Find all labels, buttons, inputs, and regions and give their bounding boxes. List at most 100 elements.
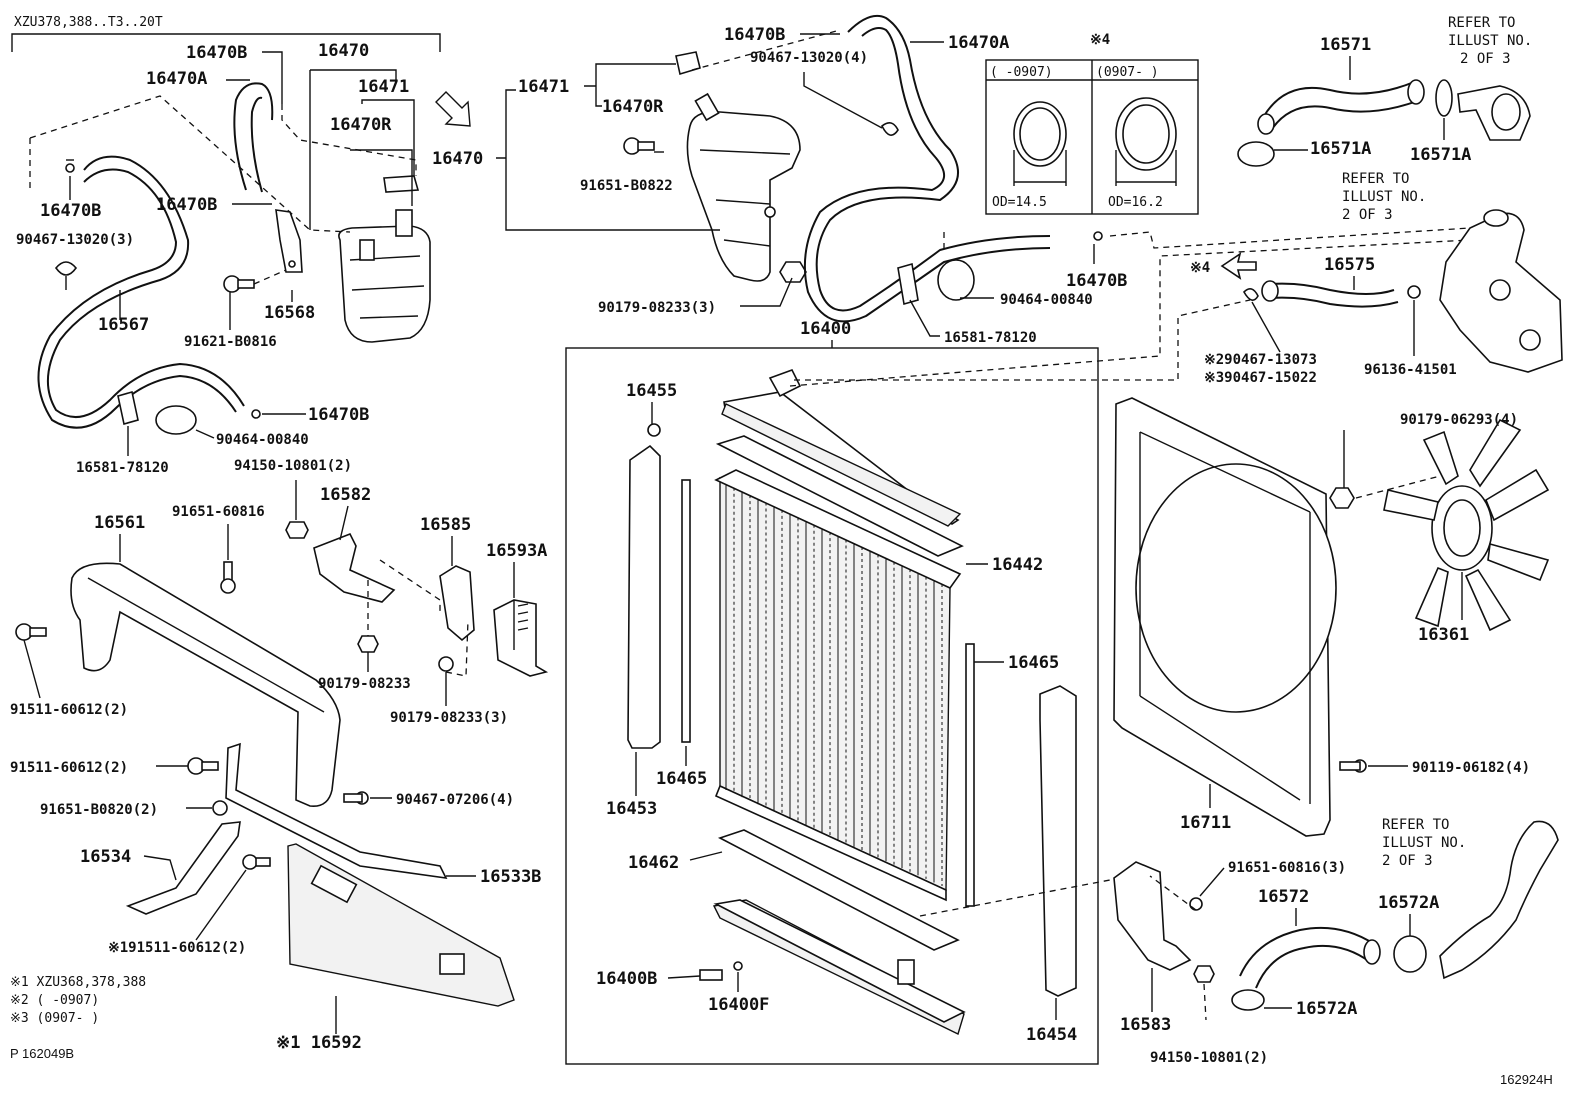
hose-16470A-center bbox=[815, 14, 1051, 312]
refer-2-line-3: 2 OF 3 bbox=[1342, 207, 1393, 223]
clamp-16572A-a bbox=[1393, 935, 1427, 973]
label-16568: 16568 bbox=[264, 303, 315, 323]
reservoir-left bbox=[338, 175, 431, 343]
label-16470A-a: 16470A bbox=[146, 69, 207, 89]
label-90119: 90119-06182(4) bbox=[1412, 760, 1530, 776]
hose-16572 bbox=[1239, 926, 1381, 989]
label-16592: ※1 16592 bbox=[276, 1033, 362, 1053]
label-91651-B0820: 91651-B0820(2) bbox=[40, 802, 158, 818]
direction-arrow bbox=[435, 91, 471, 127]
refer-3-line-1: REFER TO bbox=[1382, 817, 1450, 833]
label-91511-c: ※191511-60612(2) bbox=[108, 940, 246, 956]
label-4-mark: ※4 bbox=[1190, 260, 1210, 276]
outlet-upper bbox=[1457, 85, 1531, 141]
label-90179-06293: 90179-06293(4) bbox=[1400, 412, 1518, 428]
refer-3-line-2: ILLUST NO. bbox=[1382, 835, 1467, 851]
inset-od2: OD=16.2 bbox=[1108, 195, 1163, 210]
clamp-16571A-b bbox=[1435, 79, 1453, 117]
bolt-91511-b bbox=[187, 757, 219, 775]
refer-note-2: REFER TO ILLUST NO. 2 OF 3 bbox=[1342, 170, 1426, 224]
doc-id: 162924H bbox=[1500, 1072, 1553, 1087]
side-seal-16465-b bbox=[965, 643, 975, 907]
label-16470R-b: 16470R bbox=[602, 97, 664, 117]
bolt-91511-a bbox=[15, 623, 47, 641]
label-16462: 16462 bbox=[628, 853, 679, 873]
label-91511-a: 91511-60612(2) bbox=[10, 702, 128, 718]
refer-2-line-2: ILLUST NO. bbox=[1342, 189, 1427, 205]
label-16572A-b: 16572A bbox=[1296, 999, 1357, 1019]
inset-col1: ( -0907) bbox=[990, 65, 1053, 80]
label-16583: 16583 bbox=[1120, 1015, 1171, 1035]
clamp-90464-b bbox=[937, 259, 975, 301]
label-90467-13073: ※290467-13073 bbox=[1204, 352, 1317, 368]
label-16470B-d: 16470B bbox=[724, 25, 785, 45]
nut-90179-06293 bbox=[1329, 487, 1355, 509]
clip-16470B-a bbox=[65, 159, 75, 173]
label-16361: 16361 bbox=[1418, 625, 1469, 645]
label-16465-a: 16465 bbox=[1008, 653, 1059, 673]
nut-90179-b bbox=[357, 635, 379, 653]
label-16593A: 16593A bbox=[486, 541, 547, 561]
label-91651-B0822: 91651-B0822 bbox=[580, 178, 673, 194]
nut-94150-a bbox=[285, 521, 309, 539]
radiator-core-fins bbox=[725, 484, 943, 886]
hose-16571 bbox=[1257, 79, 1425, 135]
label-16470B-f: 16470B bbox=[1066, 271, 1127, 291]
label-16575: 16575 bbox=[1324, 255, 1375, 275]
label-16471-b: 16471 bbox=[518, 77, 569, 97]
label-16454: 16454 bbox=[1026, 1025, 1077, 1045]
clip-16581-b bbox=[897, 262, 919, 306]
label-94150-a: 94150-10801(2) bbox=[234, 458, 352, 474]
leader-lines bbox=[23, 33, 1463, 1034]
label-16455: 16455 bbox=[626, 381, 677, 401]
clip-16470B-e bbox=[251, 409, 261, 419]
side-plate-16453 bbox=[627, 444, 661, 749]
gasket-upper bbox=[715, 435, 964, 557]
radiator-core bbox=[714, 469, 962, 902]
hose-16575 bbox=[1261, 280, 1399, 308]
label-16572A-a: 16572A bbox=[1378, 893, 1439, 913]
label-90467-07206: 90467-07206(4) bbox=[396, 792, 514, 808]
refer-note-1: REFER TO ILLUST NO. 2 OF 3 bbox=[1448, 14, 1532, 68]
clamp-16572A-b bbox=[1231, 989, 1265, 1011]
note-2: ※2 ( -0907) bbox=[10, 993, 100, 1008]
plate-16593A bbox=[493, 599, 549, 677]
label-91511-b: 91511-60612(2) bbox=[10, 760, 128, 776]
label-91651-60816-a: 91651-60816 bbox=[172, 504, 265, 520]
label-16711: 16711 bbox=[1180, 813, 1231, 833]
label-90179-08233-b: 90179-08233 bbox=[318, 676, 411, 692]
clamp-90467-b bbox=[880, 122, 899, 136]
label-96136: 96136-41501 bbox=[1364, 362, 1457, 378]
fan-16361 bbox=[1383, 418, 1550, 632]
label-16470B-a: 16470B bbox=[186, 43, 247, 63]
label-16582: 16582 bbox=[320, 485, 371, 505]
clip-16470B-f bbox=[1093, 231, 1103, 241]
note-1: ※1 XZU368,378,388 bbox=[10, 975, 147, 990]
label-16470A-b: 16470A bbox=[948, 33, 1009, 53]
plug-96136 bbox=[1407, 285, 1421, 299]
clip-16581-a bbox=[117, 390, 139, 426]
label-16470B-b: 16470B bbox=[156, 195, 217, 215]
support-16561 bbox=[70, 562, 341, 807]
label-16470B-c: 16470B bbox=[40, 201, 101, 221]
model-header: XZU378,388..T3..20T bbox=[14, 15, 163, 30]
outlet-lower bbox=[1439, 820, 1559, 980]
bracket-16582 bbox=[313, 532, 396, 603]
reservoir-center bbox=[686, 92, 801, 282]
refer-3-line-3: 2 OF 3 bbox=[1382, 853, 1433, 869]
side-plate-16454 bbox=[1039, 685, 1077, 997]
bracket-16568 bbox=[275, 209, 303, 273]
label-90467-15022: ※390467-15022 bbox=[1204, 370, 1317, 386]
seal-16400F bbox=[733, 961, 743, 971]
header-bracket bbox=[11, 33, 441, 52]
label-90467-13020-b: 90467-13020(4) bbox=[750, 50, 868, 66]
bolt-91651-B0820 bbox=[212, 800, 228, 816]
side-seal-16465-a bbox=[681, 479, 691, 743]
fan-shroud-16711 bbox=[1113, 397, 1337, 837]
refer-note-3: REFER TO ILLUST NO. 2 OF 3 bbox=[1382, 816, 1466, 870]
label-90467-13020-a: 90467-13020(3) bbox=[16, 232, 134, 248]
refer-2-line-1: REFER TO bbox=[1342, 171, 1410, 187]
clamp-16571A-a bbox=[1237, 141, 1275, 167]
hose-16567 bbox=[46, 155, 245, 418]
